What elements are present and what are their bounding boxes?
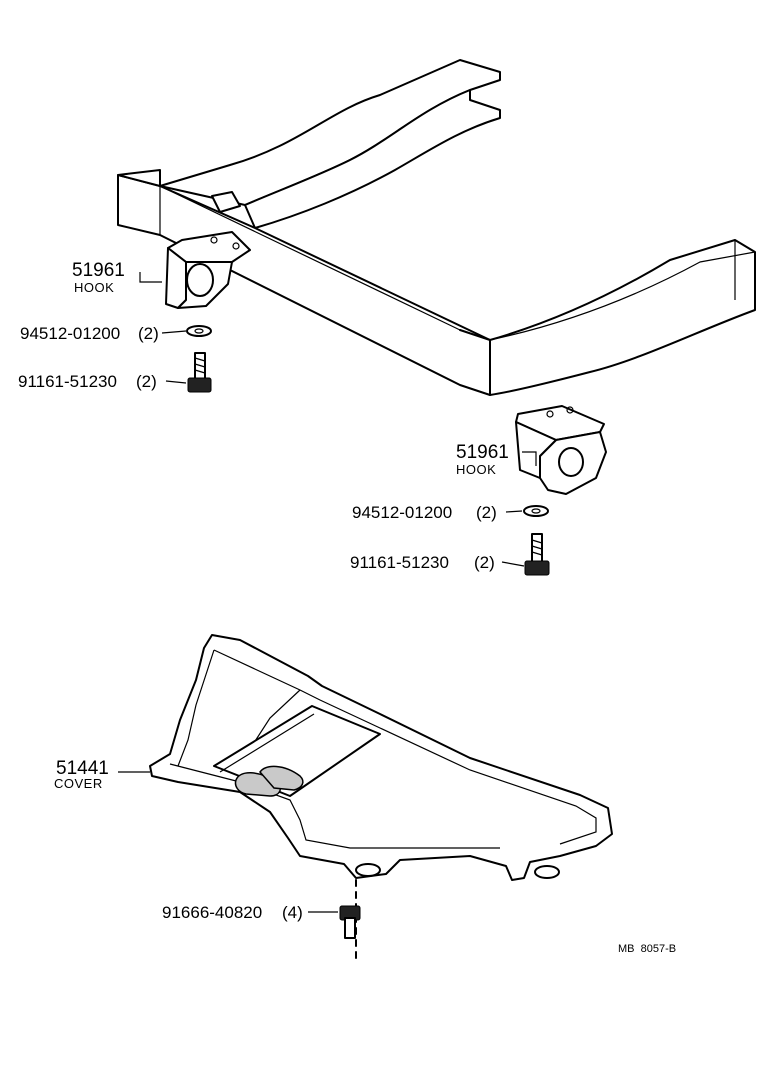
washer-left-drawing xyxy=(186,325,212,337)
washer-left-number: 94512-01200 xyxy=(20,324,120,343)
cover-bolt-qty: (4) xyxy=(282,903,303,922)
washer-right-number: 94512-01200 xyxy=(352,503,452,522)
bolt-right-qty: (2) xyxy=(474,553,495,572)
diagram-reference: MB 8057-B xyxy=(618,943,676,955)
cover-bolt-number: 91666-40820 xyxy=(162,903,262,922)
cover-mounting-tabs xyxy=(355,863,560,879)
bolt-left-qty: (2) xyxy=(136,372,157,391)
bolt-left-drawing xyxy=(187,352,212,393)
bolt-left-number: 91161-51230 xyxy=(18,372,117,391)
cover-number: 51441 xyxy=(56,758,109,779)
cover-drawing xyxy=(149,634,613,881)
frame-crossmember xyxy=(117,59,756,396)
hook-left-number: 51961 xyxy=(72,260,125,281)
leader-lines xyxy=(118,272,537,913)
cover-vent-slots xyxy=(234,765,304,797)
washer-left-qty: (2) xyxy=(138,324,159,343)
hook-right-name: HOOK xyxy=(456,462,496,477)
cover-bolt-drawing xyxy=(339,879,361,961)
hook-right-number: 51961 xyxy=(456,442,509,463)
bolt-right-drawing xyxy=(524,533,550,576)
washer-right-qty: (2) xyxy=(476,503,497,522)
washer-right-drawing xyxy=(523,505,549,517)
hook-left-drawing xyxy=(165,231,251,309)
hook-right-drawing xyxy=(515,405,607,495)
cover-name: COVER xyxy=(54,776,103,791)
hook-left-name: HOOK xyxy=(74,280,114,295)
bolt-right-number: 91161-51230 xyxy=(350,553,449,572)
